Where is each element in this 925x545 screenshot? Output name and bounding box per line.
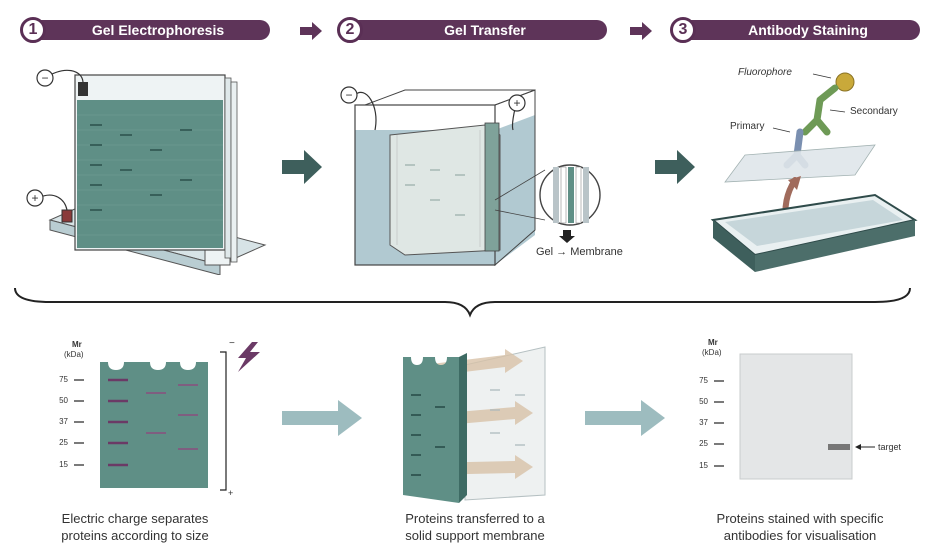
plus-electrode-icon	[26, 189, 44, 207]
gel-membrane-label: Gel → Membrane	[536, 246, 623, 258]
blot-tick-50: 50	[699, 397, 708, 406]
summary-brace	[14, 287, 911, 318]
step-3-title: Antibody Staining	[690, 20, 920, 40]
blot-mr-label: Mr	[708, 338, 718, 347]
caption-3-line-1: Proteins stained with specific	[716, 511, 884, 526]
step-1-title: Gel Electrophoresis	[40, 20, 270, 40]
gel-minus-label: −	[229, 338, 235, 349]
step-1-number: 1	[20, 17, 46, 43]
transfer-plus-symbol: +	[513, 96, 520, 110]
step-3-number: 3	[670, 17, 696, 43]
caption-electrophoresis: Electric charge separates proteins accor…	[30, 510, 240, 544]
process-arrow-3	[282, 400, 362, 436]
caption-1-line-2: proteins according to size	[61, 528, 209, 543]
transfer-tank: − +	[340, 86, 601, 267]
process-arrow-4	[585, 400, 665, 436]
caption-3-line-2: antibodies for visualisation	[723, 528, 877, 543]
blot-tick-15: 15	[699, 461, 708, 470]
caption-2-line-1: Proteins transferred to a	[405, 511, 545, 526]
gel-tick-15: 15	[59, 460, 68, 469]
step-2-header: 2 Gel Transfer	[337, 17, 607, 43]
blot-tick-37: 37	[699, 418, 708, 427]
process-arrow-1	[282, 150, 322, 184]
gel-unit-label: (kDa)	[64, 350, 84, 359]
blot-tick-75: 75	[699, 376, 708, 385]
gel-plus-label: +	[228, 488, 234, 498]
step-2-number: 2	[337, 17, 363, 43]
step-1-header: 1 Gel Electrophoresis	[20, 17, 270, 43]
caption-transfer: Proteins transferred to a solid support …	[370, 510, 580, 544]
transfer-plus-icon	[508, 94, 526, 112]
caption-2-line-2: solid support membrane	[405, 528, 545, 543]
gel-tick-25: 25	[59, 438, 68, 447]
target-label: target	[878, 442, 902, 452]
electrophoresis-apparatus: − +	[26, 69, 267, 275]
step-3-header: 3 Antibody Staining	[670, 17, 920, 43]
caption-staining: Proteins stained with specific antibodie…	[690, 510, 910, 544]
primary-label: Primary	[730, 121, 765, 132]
gel-tick-50: 50	[59, 396, 68, 405]
gel-tick-75: 75	[59, 375, 68, 384]
blot-membrane-diagram	[714, 353, 875, 480]
header-arrow-2	[630, 22, 652, 40]
step-2-title: Gel Transfer	[357, 20, 607, 40]
caption-1-line-1: Electric charge separates	[61, 511, 209, 526]
transfer-sandwich-diagram	[403, 346, 546, 503]
transfer-minus-symbol: −	[345, 88, 352, 102]
gel-tick-37: 37	[59, 417, 68, 426]
plus-symbol: +	[31, 191, 38, 205]
blot-tick-25: 25	[699, 439, 708, 448]
minus-symbol: −	[41, 71, 48, 85]
blot-unit-label: (kDa)	[702, 348, 722, 357]
transfer-minus-icon	[340, 86, 358, 104]
antibody-staining-scene	[710, 72, 918, 272]
minus-electrode-icon	[36, 69, 54, 87]
gel-mr-label: Mr	[72, 340, 82, 349]
secondary-label: Secondary	[850, 106, 898, 117]
fluorophore-label: Fluorophore	[738, 67, 792, 78]
gel-ladder-diagram	[74, 342, 260, 491]
process-arrow-2	[655, 150, 695, 184]
header-arrow-1	[300, 22, 322, 40]
